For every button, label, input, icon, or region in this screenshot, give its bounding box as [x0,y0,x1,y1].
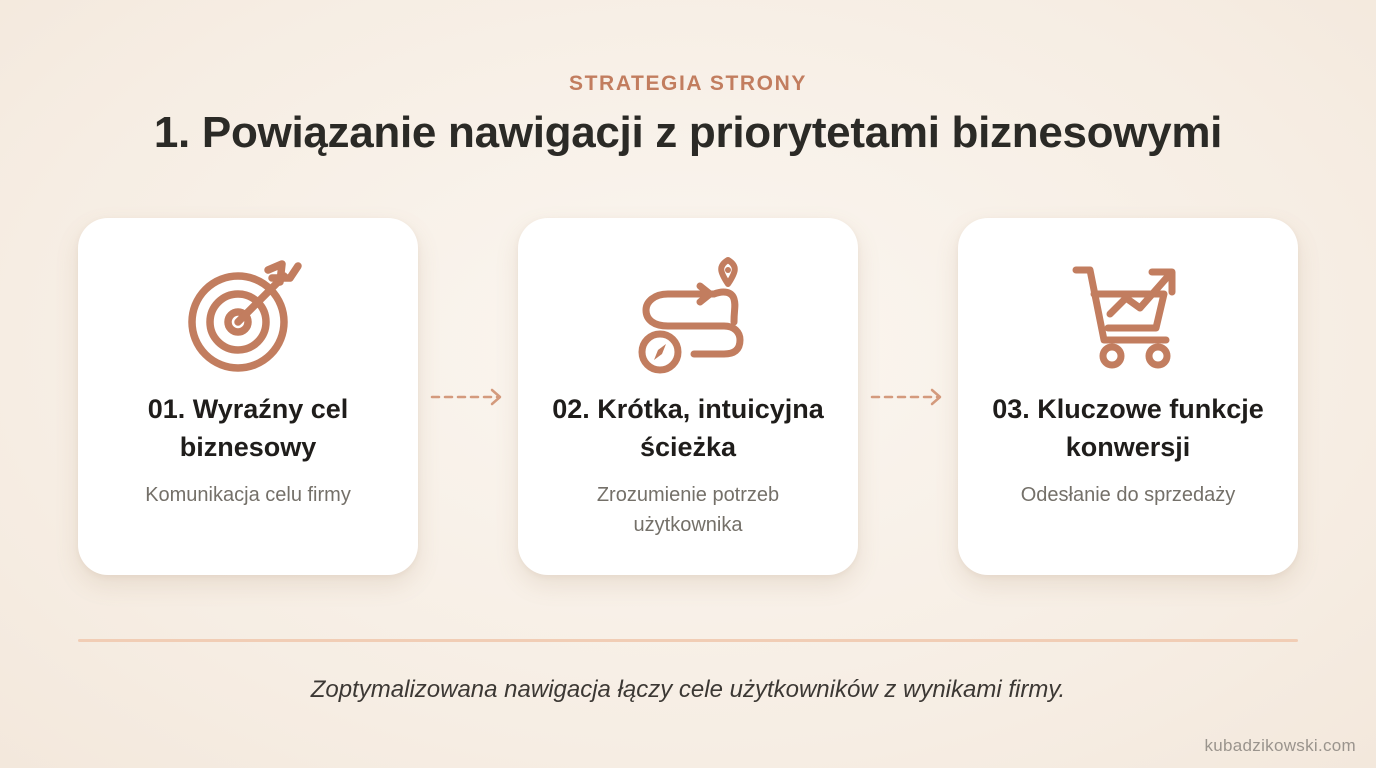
cart-growth-icon [1068,254,1188,374]
step-description: Zrozumienie potrzeb użytkownika [596,484,780,536]
dashed-arrow-icon [870,384,946,410]
step-card-1: 01. Wyraźny cel biznesowy Komunikacja ce… [78,218,418,575]
step-card-2: 02. Krótka, intuicyjna ścieżka Zrozumien… [518,218,858,575]
step-title: 02. Krótka, intuicyjna ścieżka [552,394,824,462]
page-title: 1. Powiązanie nawigacji z priorytetami b… [153,108,1223,157]
step-description: Odesłanie do sprzedaży [1020,484,1236,506]
route-icon [628,254,748,374]
step-description: Komunikacja celu firmy [145,484,351,506]
brand-watermark: kubadzikowski.com [1204,736,1356,755]
summary-text: Zoptymalizowana nawigacja łączy cele uży… [310,676,1066,703]
dashed-arrow-icon [430,384,506,410]
step-title: 03. Kluczowe funkcje konwersji [992,394,1264,462]
step-title: 01. Wyraźny cel biznesowy [147,394,349,462]
step-card-3: 03. Kluczowe funkcje konwersji Odesłanie… [958,218,1298,575]
section-eyebrow: STRATEGIA STRONY [569,72,807,95]
target-icon [188,254,308,374]
divider [78,639,1298,642]
